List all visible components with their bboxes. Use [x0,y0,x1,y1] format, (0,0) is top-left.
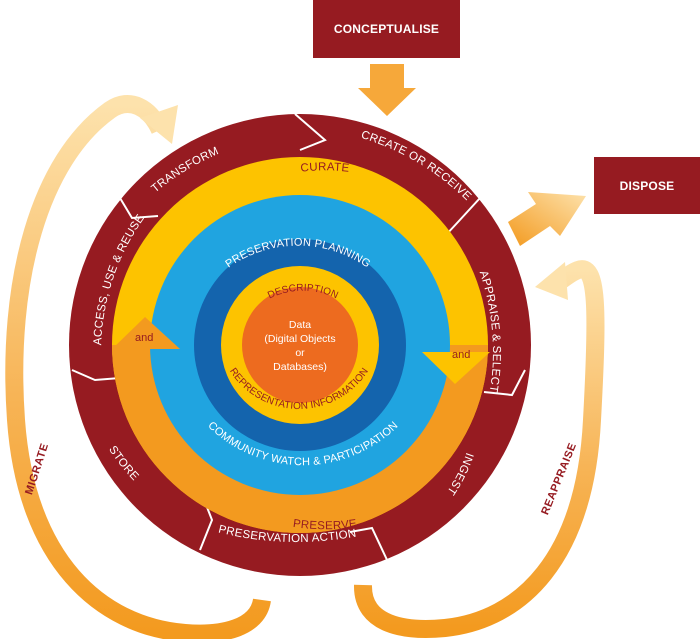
conceptualise-arrow [358,64,416,116]
and-label-left: and [135,332,153,344]
reappraise-arrow-loop [353,260,605,638]
migrate-arrow-loop [5,95,271,639]
conceptualise-label: CONCEPTUALISE [333,22,440,36]
label-preserve: PRESERVE [292,518,358,532]
reappraise-arrow-head [535,262,568,300]
dispose-box: DISPOSE [594,157,700,214]
dispose-label: DISPOSE [619,178,675,193]
conceptualise-box: CONCEPTUALISE [313,0,460,58]
core-line-1: Data [289,319,311,331]
core-line-4: Databases) [273,361,327,373]
data-core [242,287,358,403]
and-label-right: and [452,349,470,361]
label-curate: CURATE [300,161,350,175]
and-arrow-down [422,352,490,384]
core-line-2: (Digital Objects [264,333,335,345]
and-arrow-up [112,317,180,349]
migrate-arrow-head [140,105,178,144]
dispose-arrow [508,192,586,246]
core-line-3: or [295,347,305,359]
